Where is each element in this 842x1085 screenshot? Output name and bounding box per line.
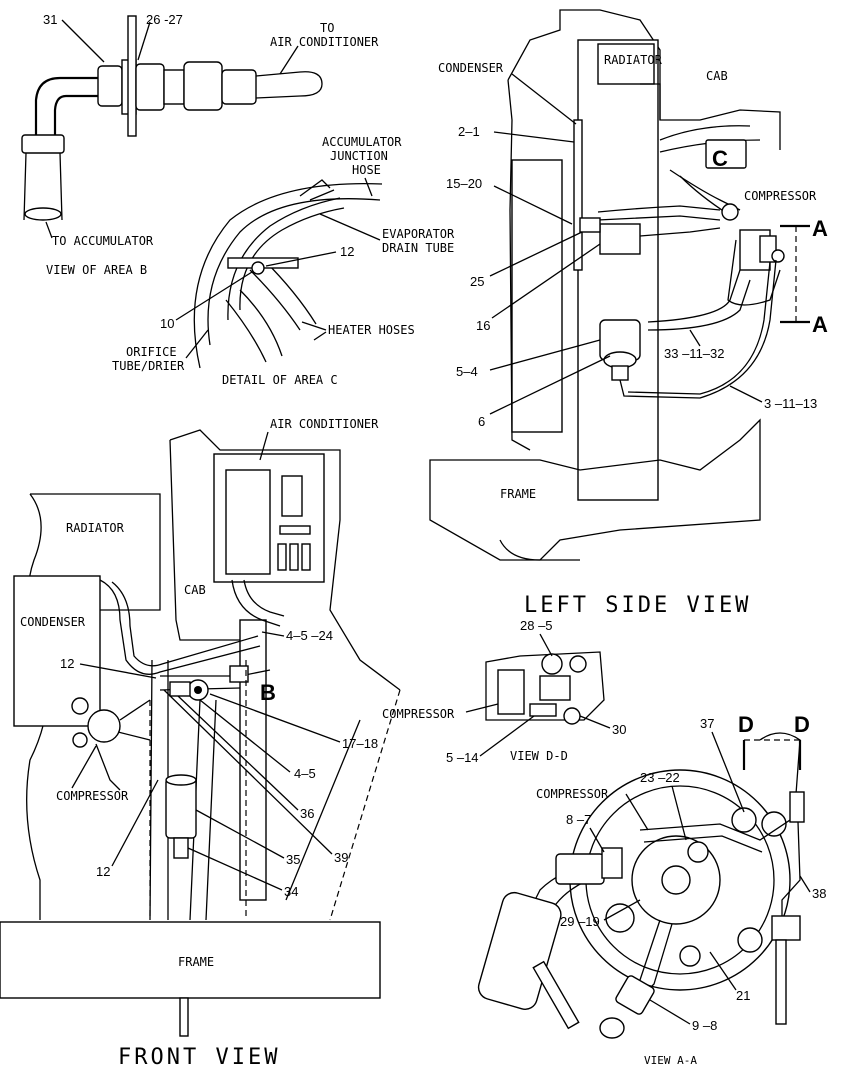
callout-36: 36	[300, 806, 314, 821]
ac-vents	[277, 543, 311, 571]
radiator-block	[577, 39, 659, 501]
left-side-view: C A A CONDENSER RADIATOR CAB COMPRESSOR …	[429, 9, 828, 618]
clip-fitting	[251, 261, 265, 275]
view-a-a: D D 37 COMPRESSOR 23 –22 8 –7 38 29 –19 …	[477, 712, 826, 1067]
callout-2-1: 2–1	[458, 124, 480, 139]
callout-17-18: 17–18	[342, 736, 378, 751]
callout-8-7: 8 –7	[566, 812, 591, 827]
hose-ferrule	[21, 134, 65, 154]
junction-label: JUNCTION	[330, 149, 388, 163]
callout-23-22: 23 –22	[640, 770, 680, 785]
section-letter-d-right: D	[794, 712, 810, 737]
callout-25: 25	[470, 274, 484, 289]
view-a-a-title: VIEW A-A	[644, 1054, 697, 1067]
callout-16: 16	[476, 318, 490, 333]
accumulator-label: ACCUMULATOR	[322, 135, 402, 149]
condenser-core	[573, 119, 583, 271]
callout-12-front-top: 12	[60, 656, 74, 671]
section-letter-b: B	[260, 680, 276, 705]
drain-tube-label: DRAIN TUBE	[382, 241, 454, 255]
to-air-conditioner-label: AIR CONDITIONER	[270, 35, 379, 49]
to-accumulator-label: TO ACCUMULATOR	[52, 234, 154, 248]
section-letter-a-bottom: A	[812, 312, 828, 337]
callout-31: 31	[43, 12, 57, 27]
compressor-label-aa: COMPRESSOR	[536, 787, 609, 801]
callout-5-14: 5 –14	[446, 750, 479, 765]
frame-label-front: FRAME	[178, 955, 214, 969]
view-b-title: VIEW OF AREA B	[46, 263, 147, 277]
to-label: TO	[320, 21, 334, 35]
condenser-label-front: CONDENSER	[20, 615, 86, 629]
compressor-label-front: COMPRESSOR	[56, 789, 129, 803]
callout-26-27: 26 -27	[146, 12, 183, 27]
section-letter-c: C	[712, 146, 728, 171]
hose-label: HOSE	[352, 163, 381, 177]
compressor-label-dd: COMPRESSOR	[382, 707, 455, 721]
callout-28-5: 28 –5	[520, 618, 553, 633]
callout-37: 37	[700, 716, 714, 731]
callout-33-11-32: 33 –11–32	[664, 346, 725, 361]
view-d-d: 28 –5 COMPRESSOR 30 5 –14 VIEW D-D	[382, 618, 626, 765]
section-letter-a-top: A	[812, 216, 828, 241]
callout-12-front-bottom: 12	[96, 864, 110, 879]
compressor-left	[727, 229, 785, 306]
bulkhead-plate	[127, 15, 137, 137]
area-c-title: DETAIL OF AREA C	[222, 373, 338, 387]
callout-3-11-13: 3 –11–13	[764, 396, 817, 411]
compressor-front	[71, 697, 151, 791]
front-view-title: FRONT VIEW	[118, 1045, 280, 1070]
detail-of-area-c: ACCUMULATOR JUNCTION HOSE EVAPORATOR DRA…	[112, 135, 455, 387]
front-view: RADIATOR CONDENSER AIR CONDITIONER CAB	[0, 417, 401, 1070]
callout-34: 34	[284, 884, 298, 899]
view-d-d-title: VIEW D-D	[510, 749, 568, 763]
tube-drier-label: TUBE/DRIER	[112, 359, 185, 373]
callout-30: 30	[612, 722, 626, 737]
view-of-area-b: 31 26 -27 TO AIR CONDITIONER TO ACCUMULA…	[21, 12, 379, 277]
callout-6: 6	[478, 414, 485, 429]
callout-21: 21	[736, 988, 750, 1003]
callout-35: 35	[286, 852, 300, 867]
orifice-label: ORIFICE	[126, 345, 177, 359]
radiator-label-front: RADIATOR	[66, 521, 125, 535]
evaporator-label: EVAPORATOR	[382, 227, 455, 241]
callout-12-area-c: 12	[340, 244, 354, 259]
frame-front	[0, 921, 381, 999]
callout-38: 38	[812, 886, 826, 901]
callout-29-19: 29 –19	[560, 914, 600, 929]
frame-label-left: FRAME	[500, 487, 536, 501]
pressure-switch	[599, 223, 641, 255]
condenser-label-left: CONDENSER	[438, 61, 504, 75]
callout-39: 39	[334, 850, 348, 865]
accumulator-front	[165, 777, 197, 839]
compressor-label-left: COMPRESSOR	[744, 189, 817, 203]
callout-9-8: 9 –8	[692, 1018, 717, 1033]
callout-4-5-24: 4–5 –24	[286, 628, 333, 643]
heater-hoses-label: HEATER HOSES	[328, 323, 415, 337]
section-letter-d-left: D	[738, 712, 754, 737]
radiator-label-left: RADIATOR	[604, 53, 663, 67]
left-side-view-title: LEFT SIDE VIEW	[524, 593, 751, 618]
callout-5-4: 5–4	[456, 364, 478, 379]
air-conditioner-label: AIR CONDITIONER	[270, 417, 379, 431]
callout-15-20: 15–20	[446, 176, 482, 191]
cab-label-front: CAB	[184, 583, 206, 597]
callout-4-5: 4–5	[294, 766, 316, 781]
callout-10: 10	[160, 316, 174, 331]
cab-label-left: CAB	[706, 69, 728, 83]
